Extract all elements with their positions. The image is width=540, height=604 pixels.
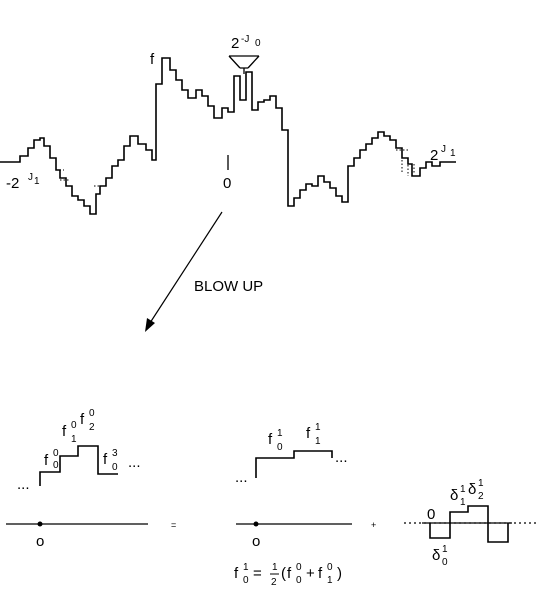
middle-sample-1-base: f	[306, 425, 311, 442]
left-bound-prefix: -2	[6, 175, 19, 192]
formula-t1-base: f	[287, 565, 292, 582]
formula-open-paren: (	[281, 565, 286, 582]
formula-lhs-base: f	[234, 565, 239, 582]
signal-detail-dots-left	[56, 169, 100, 187]
function-label: f	[150, 51, 155, 68]
formula-close-paren: )	[337, 565, 342, 582]
detail-2-sup: 1	[478, 478, 484, 489]
right-detail-path	[429, 505, 509, 543]
left-step-path	[39, 445, 118, 486]
formula-frac-den: 2	[271, 577, 277, 588]
plus-sign: +	[371, 520, 376, 530]
formula-plus: +	[306, 565, 315, 582]
equals-sign: =	[171, 520, 176, 530]
formula-t1-sub: 0	[296, 575, 302, 586]
detail-0-base: δ	[432, 547, 440, 564]
detail-0-sub: 0	[442, 557, 448, 568]
left-bound-exp: J	[28, 172, 33, 183]
scale-coarse-base: 2	[231, 35, 239, 52]
scale-coarse-exp: -J	[241, 34, 249, 45]
right-zero-label: 0	[427, 506, 435, 523]
middle-sample-0-base: f	[268, 431, 273, 448]
left-ellipsis-right: ...	[128, 454, 141, 471]
left-ellipsis-left: ...	[17, 476, 30, 493]
left-origin-dot	[37, 521, 43, 527]
detail-1-sup: 1	[460, 484, 466, 495]
middle-ellipsis-left: ...	[235, 469, 248, 486]
formula-lhs-sub: 0	[243, 575, 249, 586]
middle-sample-1-sup: 1	[315, 422, 321, 433]
left-sample-0-sub: 0	[53, 460, 59, 471]
middle-sample-0-sub: 0	[277, 442, 283, 453]
origin-label: 0	[223, 175, 231, 192]
left-sample-2-sub: 2	[89, 422, 95, 433]
left-origin-label: o	[36, 533, 44, 550]
detail-1-base: δ	[450, 487, 458, 504]
formula-equals: =	[253, 565, 262, 582]
scale-funnel	[228, 55, 260, 74]
left-sample-3-sub: 0	[112, 462, 118, 473]
blow-up-arrow-line	[147, 211, 223, 327]
detail-1-sub: 1	[460, 497, 466, 508]
left-sample-2-base: f	[80, 411, 85, 428]
left-sample-1-sup: 0	[71, 420, 77, 431]
signal-step-path	[0, 57, 456, 215]
scale-coarse-exp-sub: 0	[255, 38, 261, 49]
blow-up-arrowhead	[145, 318, 155, 332]
blow-up-label: BLOW UP	[194, 278, 263, 295]
left-sample-3-base: f	[103, 451, 108, 468]
left-sample-3-sup: 3	[112, 448, 118, 459]
middle-origin-label: o	[252, 533, 260, 550]
signal-detail-dots-right	[396, 149, 415, 176]
left-sample-1-base: f	[62, 423, 67, 440]
averaging-formula: f 1 0 = 1 2 ( f 0 0 + f 0 1 )	[234, 562, 342, 588]
middle-ellipsis-right: ...	[335, 449, 348, 466]
left-sample-0-sup: 0	[53, 448, 59, 459]
left-sample-2-sup: 0	[89, 408, 95, 419]
left-sample-1-sub: 1	[71, 434, 77, 445]
formula-lhs-sup: 1	[243, 562, 249, 573]
left-bound-exp-sub: 1	[34, 176, 40, 187]
middle-sample-1-sub: 1	[315, 436, 321, 447]
right-bound-base: 2	[430, 147, 438, 164]
middle-sample-0-sup: 1	[277, 428, 283, 439]
formula-t1-sup: 0	[296, 562, 302, 573]
detail-2-sub: 2	[478, 491, 484, 502]
right-bound-exp-sub: 1	[450, 148, 456, 159]
formula-t2-base: f	[318, 565, 323, 582]
right-bound-exp: J	[441, 144, 446, 155]
middle-step-path	[255, 450, 333, 478]
formula-t2-sup: 0	[327, 562, 333, 573]
formula-frac-num: 1	[272, 562, 278, 573]
middle-origin-dot	[253, 521, 259, 527]
formula-t2-sub: 1	[327, 575, 333, 586]
left-sample-0-base: f	[44, 452, 49, 469]
detail-0-sup: 1	[442, 544, 448, 555]
detail-2-base: δ	[468, 481, 476, 498]
